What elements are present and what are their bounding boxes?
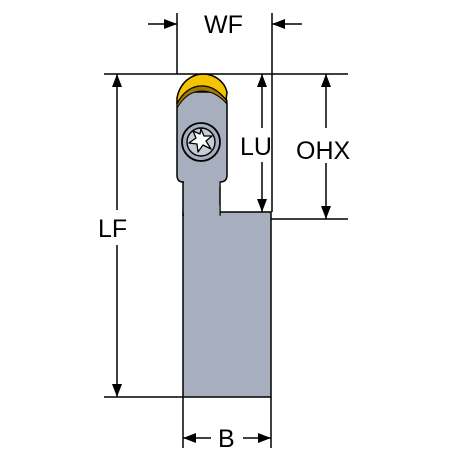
b-label: B xyxy=(218,425,235,453)
tool-holder-body xyxy=(176,91,272,398)
dimension-ohx: OHX xyxy=(296,74,351,219)
round-insert-icon xyxy=(176,73,228,110)
dimension-b: B xyxy=(183,425,271,453)
dimension-wf: WF xyxy=(148,11,302,39)
shank xyxy=(182,211,272,398)
dimension-lf: LF xyxy=(98,74,127,397)
extension-lines xyxy=(104,13,348,448)
torx-screw-icon xyxy=(181,122,221,162)
lf-label: LF xyxy=(98,215,127,243)
ohx-label: OHX xyxy=(296,137,351,165)
wf-label: WF xyxy=(204,11,243,39)
dimension-lu: LU xyxy=(240,74,272,212)
lu-label: LU xyxy=(240,133,272,161)
